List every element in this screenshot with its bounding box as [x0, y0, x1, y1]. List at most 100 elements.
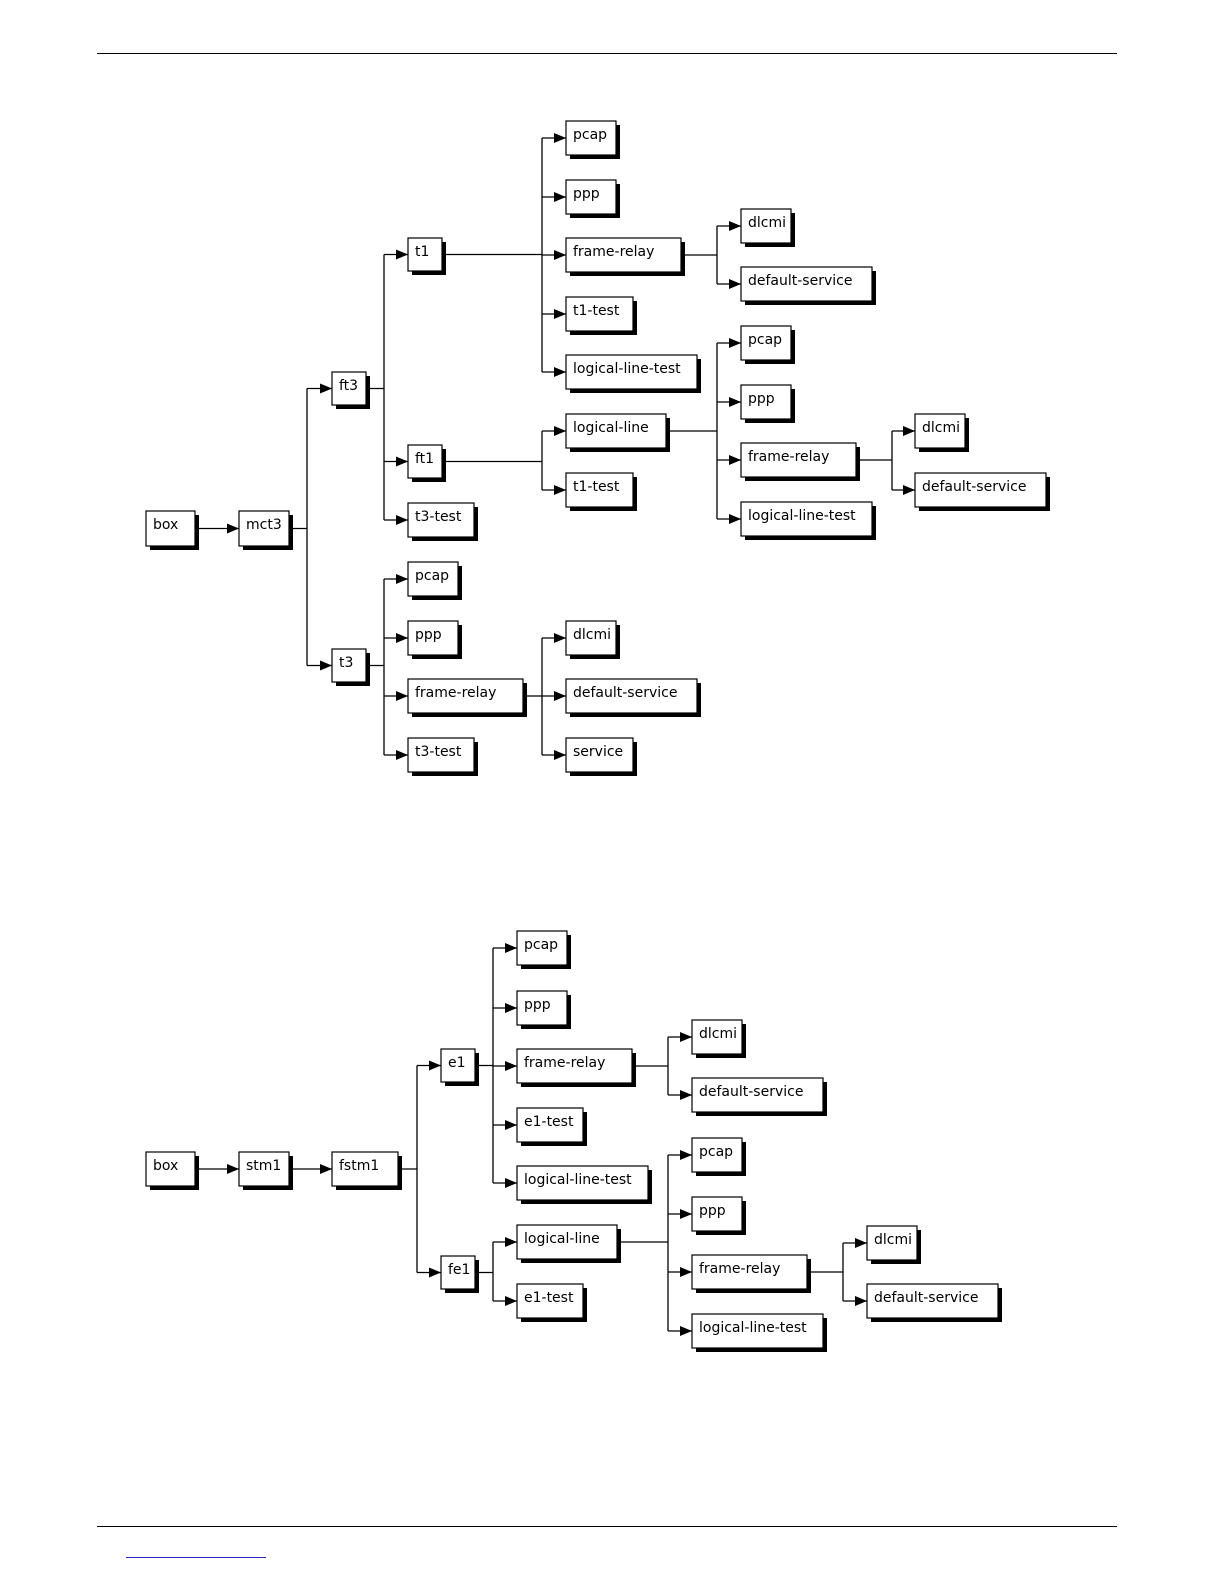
node-label: logical-line	[524, 1231, 600, 1247]
box-face	[565, 120, 617, 156]
node-label: t1	[415, 244, 429, 260]
box-face	[238, 510, 290, 547]
box-face	[331, 648, 367, 683]
node-diagram-1-t1-frame-relay: frame-relay	[565, 237, 685, 276]
node-diagram-1-ft1: ft1	[407, 444, 446, 482]
box-face	[407, 620, 459, 656]
box-face	[691, 1019, 743, 1055]
node-label: t3-test	[415, 509, 462, 525]
node-label: logical-line	[573, 420, 649, 436]
node-label: frame-relay	[415, 685, 496, 701]
node-label: dlcmi	[748, 215, 786, 231]
node-diagram-1-ft3: ft3	[331, 371, 370, 409]
node-diagram-2-e1: e1	[440, 1048, 479, 1086]
node-diagram-1-t1-pcap: pcap	[565, 120, 620, 159]
box-face	[440, 1255, 476, 1290]
box-face	[691, 1137, 743, 1173]
node-diagram-1-t3-fr-default-service: default-service	[565, 678, 701, 717]
node-label: pcap	[415, 568, 449, 584]
box-face	[331, 371, 367, 406]
node-diagram-1-ft1-ll-fr-dlcmi: dlcmi	[914, 413, 969, 452]
node-label: e1	[448, 1055, 466, 1071]
node-label: t1-test	[573, 479, 620, 495]
node-label: fe1	[448, 1262, 470, 1278]
box-face	[331, 1151, 399, 1187]
node-label: frame-relay	[699, 1261, 780, 1277]
node-label: logical-line-test	[524, 1172, 632, 1188]
box-face	[145, 1151, 196, 1187]
box-face	[407, 561, 459, 597]
box-face	[565, 237, 682, 273]
node-label: default-service	[874, 1290, 978, 1306]
node-diagram-2-e1-frame-relay: frame-relay	[516, 1048, 636, 1087]
box-face	[407, 502, 475, 538]
node-diagram-1-t3-pcap: pcap	[407, 561, 462, 600]
box-face	[407, 737, 475, 773]
box-face	[516, 1048, 633, 1084]
node-diagram-1-t1-t1-test: t1-test	[565, 296, 637, 335]
box-face	[691, 1313, 824, 1349]
node-label: t3	[339, 655, 353, 671]
footer-link-underline[interactable]	[126, 1557, 266, 1558]
node-diagram-2-e1-fr-dlcmi: dlcmi	[691, 1019, 746, 1058]
node-diagram-1-t3-frame-relay: frame-relay	[407, 678, 527, 717]
node-diagram-2-fstm1: fstm1	[331, 1151, 402, 1190]
node-label: dlcmi	[573, 627, 611, 643]
node-label: default-service	[573, 685, 677, 701]
box-face	[740, 442, 857, 478]
node-label: frame-relay	[573, 244, 654, 260]
box-face	[740, 384, 792, 420]
node-label: service	[573, 744, 623, 760]
node-diagram-2-fe1-ll-pcap: pcap	[691, 1137, 746, 1176]
node-diagram-2-stm1: stm1	[238, 1151, 293, 1190]
node-label: logical-line-test	[573, 361, 681, 377]
node-label: box	[153, 517, 178, 533]
box-face	[691, 1254, 808, 1290]
header-rule	[97, 53, 1117, 54]
node-label: pcap	[573, 127, 607, 143]
node-label: pcap	[699, 1144, 733, 1160]
node-diagram-2-e1-e1-test: e1-test	[516, 1107, 587, 1146]
box-face	[238, 1151, 290, 1187]
node-diagram-2-fe1-logical-line: logical-line	[516, 1224, 621, 1263]
box-face	[740, 266, 873, 302]
node-diagram-2-fe1-e1-test: e1-test	[516, 1283, 587, 1322]
box-face	[565, 678, 698, 714]
node-diagram-1-t3-ppp: ppp	[407, 620, 462, 659]
node-diagram-2-fe1-ll-fr-dlcmi: dlcmi	[866, 1225, 921, 1264]
node-diagram-1-t1-logical-line-test: logical-line-test	[565, 354, 701, 393]
box-face	[407, 678, 524, 714]
node-diagram-2-fe1-ll-fr-default-service: default-service	[866, 1283, 1002, 1322]
footer-rule	[97, 1526, 1117, 1527]
node-diagram-2-e1-pcap: pcap	[516, 930, 571, 969]
node-diagram-2-fe1-ll-logical-line-test: logical-line-test	[691, 1313, 827, 1352]
node-label: ppp	[573, 186, 600, 202]
box-face	[440, 1048, 476, 1083]
node-diagram-1-t3: t3	[331, 648, 370, 686]
node-label: logical-line-test	[699, 1320, 807, 1336]
node-diagram-1-ft1-ll-fr-default-service: default-service	[914, 472, 1050, 511]
box-face	[516, 1224, 618, 1260]
node-diagram-1-t1-fr-default-service: default-service	[740, 266, 876, 305]
node-label: e1-test	[524, 1114, 574, 1130]
node-diagram-1-ft1-ll-ppp: ppp	[740, 384, 795, 423]
node-diagram-1-t3-t3-test: t3-test	[407, 737, 478, 776]
box-face	[516, 1107, 584, 1143]
node-diagram-1-ft3-t3-test: t3-test	[407, 502, 478, 541]
node-diagram-1-t1: t1	[407, 237, 446, 275]
node-diagram-1-ft1-t1-test: t1-test	[565, 472, 637, 511]
box-face	[691, 1077, 824, 1113]
node-diagram-2-e1-fr-default-service: default-service	[691, 1077, 827, 1116]
box-face	[866, 1283, 999, 1319]
node-label: ppp	[748, 391, 775, 407]
box-face	[516, 1165, 649, 1201]
node-label: pcap	[524, 937, 558, 953]
box-face	[407, 444, 443, 479]
node-diagram-1-ft1-logical-line: logical-line	[565, 413, 670, 452]
node-label: e1-test	[524, 1290, 574, 1306]
box-face	[516, 990, 568, 1026]
node-diagram-1-box: box	[145, 510, 199, 550]
node-label: pcap	[748, 332, 782, 348]
node-label: dlcmi	[922, 420, 960, 436]
node-diagram-2-fe1-ll-frame-relay: frame-relay	[691, 1254, 811, 1293]
